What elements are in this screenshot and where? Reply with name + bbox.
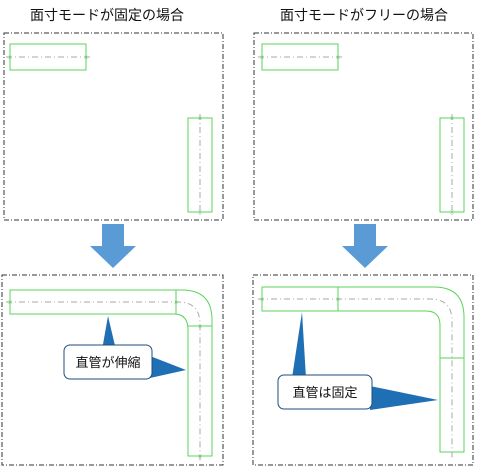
- svg-text:×: ×: [198, 452, 203, 461]
- frame-top-right: [253, 32, 474, 221]
- callout-pointer-left-horizontal: [102, 316, 116, 350]
- svg-text:×: ×: [174, 298, 179, 307]
- svg-text:×: ×: [450, 114, 455, 123]
- svg-text:×: ×: [336, 295, 341, 304]
- frame-bottom-right: [252, 274, 474, 466]
- svg-text:×: ×: [84, 53, 89, 62]
- callout-pointer-right-horizontal: [292, 312, 306, 378]
- callout-box-right: [277, 374, 373, 410]
- callout-text-left: 直管が伸縮: [75, 355, 140, 371]
- svg-text:×: ×: [198, 322, 203, 331]
- frame-top-left: [3, 32, 224, 221]
- pipe-horizontal-top-left: × ×: [6, 43, 92, 71]
- svg-text:×: ×: [198, 114, 203, 123]
- svg-text:×: ×: [260, 295, 265, 304]
- pipe-vertical-top-left: × ×: [187, 114, 213, 217]
- callout-pointer-right-vertical: [370, 386, 438, 410]
- arrow-down-right: [342, 224, 388, 268]
- arrow-down-left: [90, 224, 136, 268]
- svg-text:×: ×: [198, 208, 203, 217]
- svg-text:×: ×: [260, 53, 265, 62]
- svg-text:×: ×: [8, 53, 13, 62]
- pipe-elbow-bottom-right: × ×: [258, 286, 465, 458]
- pipe-elbow-bottom-left: × × × ×: [6, 289, 213, 462]
- callout-text-right: 直管は固定: [292, 386, 357, 401]
- pipe-horizontal-top-right: × ×: [258, 43, 344, 71]
- svg-text:×: ×: [8, 298, 13, 307]
- frame-bottom-left: [1, 274, 224, 466]
- svg-text:×: ×: [336, 53, 341, 62]
- svg-text:×: ×: [450, 208, 455, 217]
- callout-pointer-left-vertical: [150, 356, 186, 378]
- title-free-mode: 面寸モードがフリーの場合: [280, 8, 448, 24]
- title-fixed-mode: 面寸モードが固定の場合: [30, 8, 184, 24]
- pipe-vertical-top-right: × ×: [439, 114, 465, 217]
- callout-box-left: [63, 344, 153, 380]
